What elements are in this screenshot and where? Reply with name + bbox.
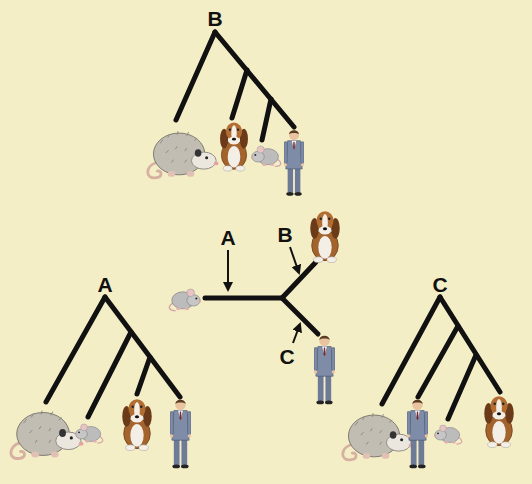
opossum-icon xyxy=(11,411,84,459)
dog-icon xyxy=(310,211,339,262)
tree-branch xyxy=(46,297,105,402)
tree-label: A xyxy=(97,274,112,295)
dog-icon xyxy=(484,396,513,447)
human-icon xyxy=(314,336,335,405)
pointer-arrows xyxy=(228,247,300,343)
tree-branches xyxy=(382,297,500,419)
tree-branch xyxy=(88,332,131,417)
pointer-arrow xyxy=(293,324,300,343)
opossum-icon xyxy=(148,131,219,178)
dog-icon xyxy=(220,123,248,172)
mouse-icon xyxy=(169,289,200,311)
tree-branch xyxy=(137,357,150,394)
tree-branch xyxy=(232,70,247,118)
tree-label: B xyxy=(207,8,222,29)
human-icon xyxy=(170,400,191,469)
tree-label: C xyxy=(279,346,294,367)
pointer-arrow xyxy=(227,250,229,290)
tree-branch xyxy=(282,262,316,298)
mouse-icon xyxy=(251,146,281,166)
tree-label: A xyxy=(220,227,235,248)
tree-label: B xyxy=(277,224,292,245)
mouse-icon xyxy=(75,424,103,443)
tree-branch xyxy=(282,298,318,334)
tree-branch xyxy=(215,32,294,127)
dog-icon xyxy=(122,399,151,450)
tree-branch xyxy=(262,99,271,140)
tree-branches xyxy=(46,297,180,417)
tree-branch xyxy=(176,32,215,120)
tree-label: C xyxy=(432,274,447,295)
human-icon xyxy=(284,130,304,195)
tree-branch xyxy=(105,297,180,397)
tree-branch xyxy=(418,326,458,397)
tree-branch xyxy=(205,296,282,301)
pointer-arrow xyxy=(290,247,299,273)
tree-branch xyxy=(382,297,440,404)
opossum-icon xyxy=(343,413,414,460)
tree-branch xyxy=(448,355,476,419)
human-icon xyxy=(407,400,428,469)
mouse-icon xyxy=(434,425,462,444)
tree-branches xyxy=(205,262,318,334)
